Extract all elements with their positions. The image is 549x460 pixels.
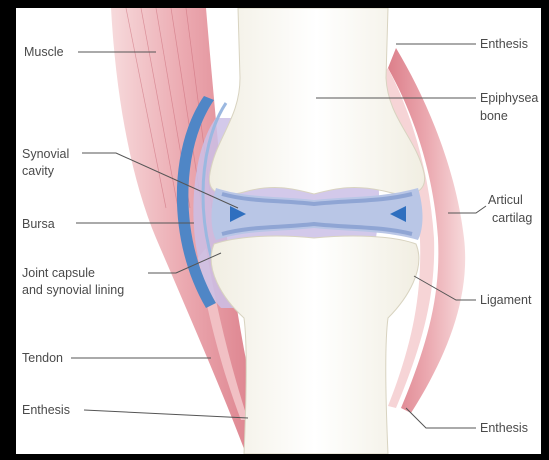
label-epiphyseal-line2: bone [480,109,508,123]
joint-anatomy-diagram: Muscle Enthesis Epiphysea bone Synovial … [16,8,541,454]
label-epiphyseal-line1: Epiphysea [480,91,538,105]
label-muscle: Muscle [24,45,64,59]
label-enthesis-right: Enthesis [480,421,528,435]
label-ligament: Ligament [480,293,532,307]
label-joint-capsule-line1: Joint capsule [22,266,95,280]
diagram-canvas: Muscle Enthesis Epiphysea bone Synovial … [16,8,541,454]
label-synovial-line2: cavity [22,164,55,178]
label-articular-line2: cartilag [492,211,532,225]
label-synovial-line1: Synovial [22,147,69,161]
label-tendon: Tendon [22,351,63,365]
label-enthesis-left: Enthesis [22,403,70,417]
label-enthesis-top: Enthesis [480,37,528,51]
label-bursa: Bursa [22,217,55,231]
label-joint-capsule-line2: and synovial lining [22,283,124,297]
label-articular-line1: Articul [488,193,523,207]
